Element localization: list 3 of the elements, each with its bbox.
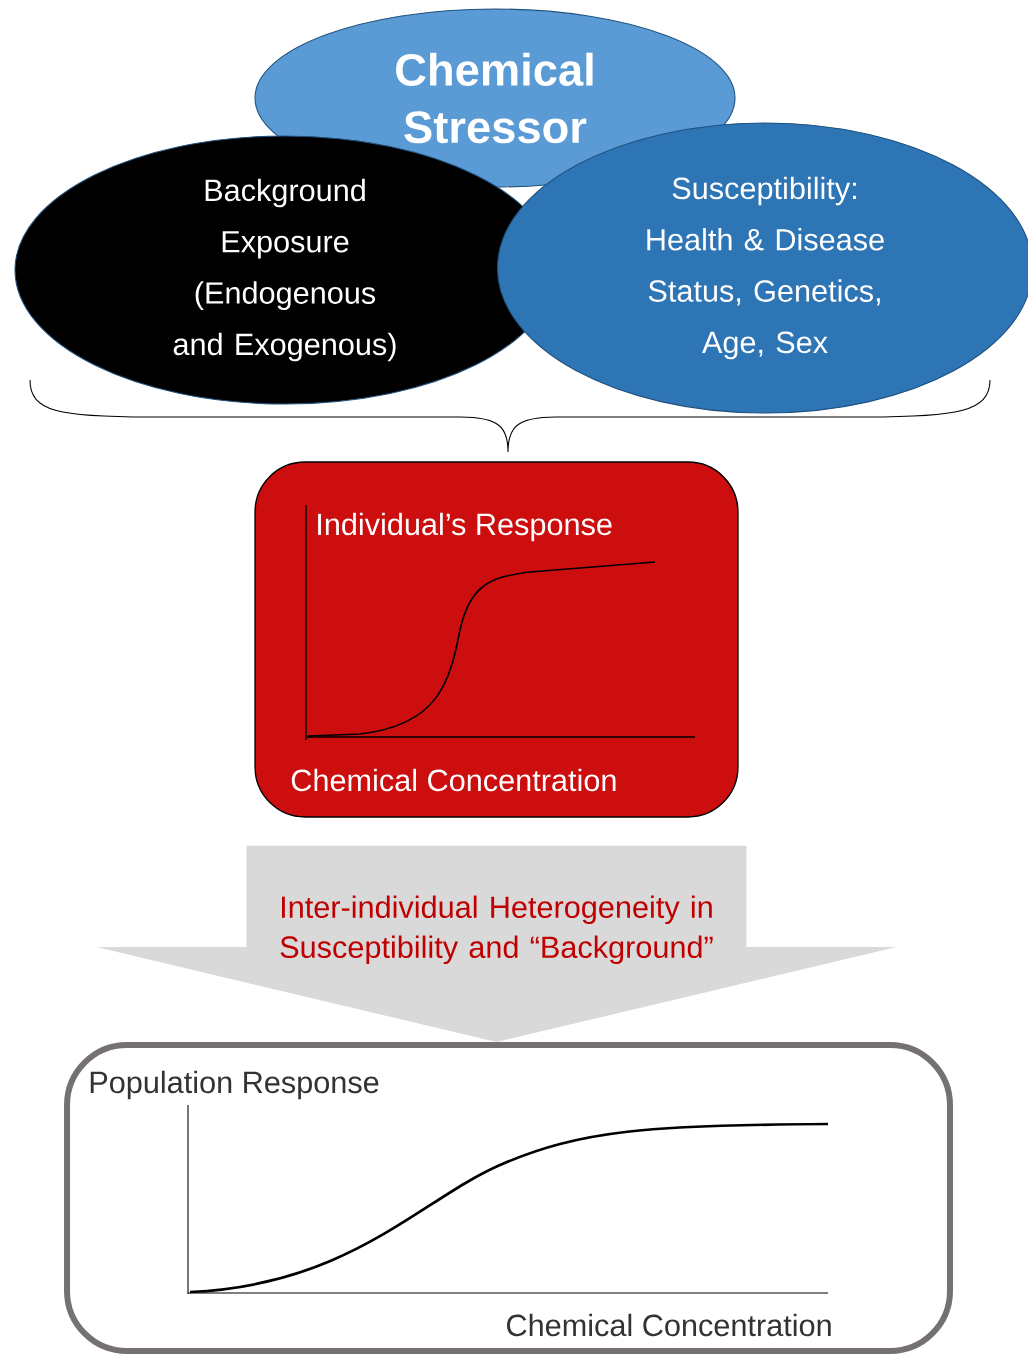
edge-label: Inter-individual Heterogeneity in Susceptibility and “Background” [280, 895, 713, 965]
population-box: Population Response Chemical Concentration [64, 1042, 953, 1354]
response-box: Individual’s Response Chemical Concentration [254, 461, 739, 818]
